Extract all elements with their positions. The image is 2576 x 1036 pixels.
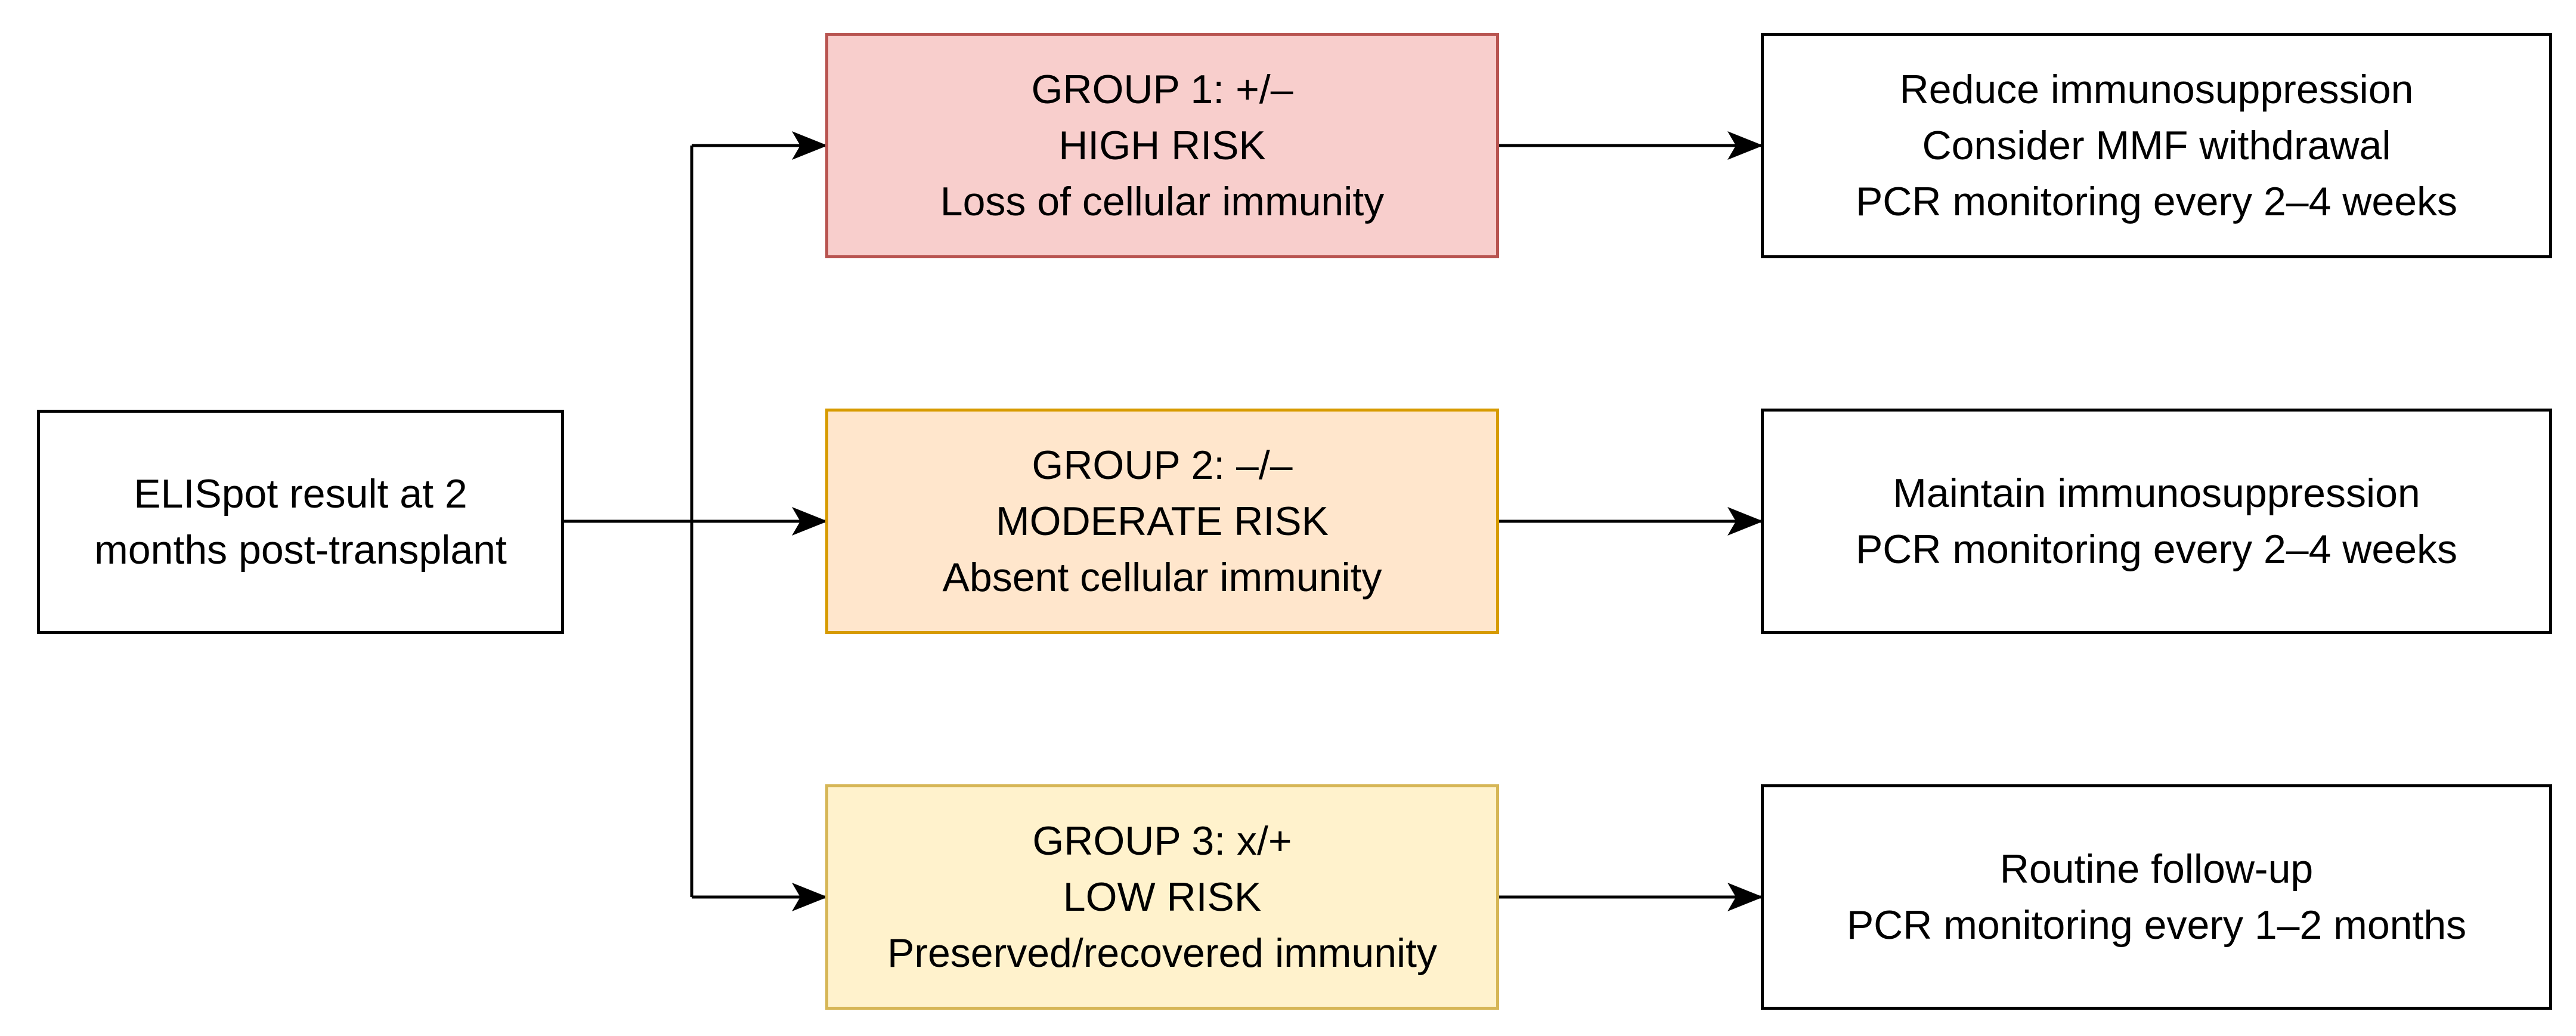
- group-3-title: GROUP 3: x/+: [1032, 818, 1292, 864]
- action-2-box: Maintain immunosuppression PCR monitorin…: [1761, 409, 2552, 634]
- group-2-title: GROUP 2: –/–: [1032, 443, 1293, 488]
- action-1-line-2: Consider MMF withdrawal: [1922, 123, 2391, 168]
- group-2-moderate-risk-box: GROUP 2: –/– MODERATE RISK Absent cellul…: [825, 409, 1499, 634]
- source-line-2: months post-transplant: [94, 527, 507, 573]
- action-2-line-1: Maintain immunosuppression: [1893, 471, 2420, 516]
- group-3-low-risk-box: GROUP 3: x/+ LOW RISK Preserved/recovere…: [825, 784, 1499, 1010]
- group-2-risk-level: MODERATE RISK: [996, 499, 1329, 544]
- elispot-source-box: ELISpot result at 2 months post-transpla…: [37, 410, 564, 634]
- group-1-description: Loss of cellular immunity: [940, 179, 1385, 224]
- action-1-line-3: PCR monitoring every 2–4 weeks: [1855, 179, 2458, 224]
- group-3-risk-level: LOW RISK: [1063, 874, 1262, 920]
- action-1-line-1: Reduce immunosuppression: [1899, 67, 2414, 112]
- action-1-box: Reduce immunosuppression Consider MMF wi…: [1761, 33, 2552, 258]
- action-3-line-1: Routine follow-up: [1999, 846, 2314, 892]
- group-1-risk-level: HIGH RISK: [1058, 123, 1266, 168]
- group-2-description: Absent cellular immunity: [942, 555, 1382, 600]
- action-3-line-2: PCR monitoring every 1–2 months: [1846, 902, 2467, 948]
- group-1-high-risk-box: GROUP 1: +/– HIGH RISK Loss of cellular …: [825, 33, 1499, 258]
- source-line-1: ELISpot result at 2: [134, 471, 467, 517]
- action-3-box: Routine follow-up PCR monitoring every 1…: [1761, 784, 2552, 1010]
- action-2-line-2: PCR monitoring every 2–4 weeks: [1855, 527, 2458, 572]
- group-1-title: GROUP 1: +/–: [1031, 67, 1293, 112]
- group-3-description: Preserved/recovered immunity: [887, 930, 1438, 976]
